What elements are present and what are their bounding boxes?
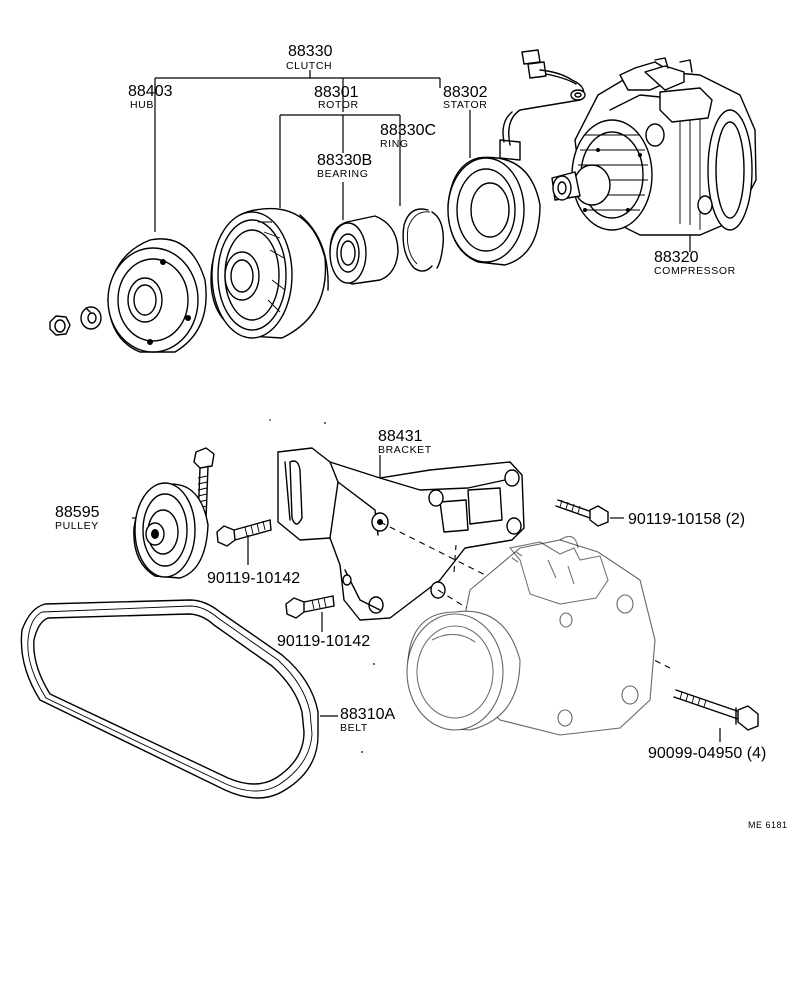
nut xyxy=(49,315,71,336)
label-bolt-compressor: 90099-04950 (4) xyxy=(648,745,766,762)
svg-text:HUB: HUB xyxy=(130,99,154,111)
svg-text:88310A: 88310A xyxy=(340,706,395,723)
label-bolt-bracket-top: 90119-10158 (2) xyxy=(628,511,745,528)
figure-reference: ME 6181 xyxy=(748,820,788,830)
pulley-bolt xyxy=(216,519,272,547)
svg-text:88330C: 88330C xyxy=(380,122,436,139)
svg-text:COMPRESSOR: COMPRESSOR xyxy=(654,265,736,277)
svg-text:BRACKET: BRACKET xyxy=(378,444,432,456)
svg-text:88301: 88301 xyxy=(314,84,359,101)
label-belt: 88310A BELT xyxy=(340,706,395,734)
label-clutch: 88330 CLUTCH xyxy=(286,43,333,72)
svg-text:88330B: 88330B xyxy=(317,152,372,169)
bracket-bolt-top xyxy=(555,499,609,527)
bearing-part xyxy=(329,215,399,285)
pulley-part xyxy=(133,482,209,579)
compressor-part xyxy=(551,57,757,236)
label-bolt-pulley: 90119-10142 xyxy=(207,570,300,587)
label-pulley: 88595 PULLEY xyxy=(55,504,100,532)
compressor-mount-bolt xyxy=(673,689,759,731)
speckles xyxy=(269,419,375,753)
svg-text:90119-10142: 90119-10142 xyxy=(207,570,300,587)
label-bolt-bracket-lower: 90119-10142 xyxy=(277,633,370,650)
svg-text:PULLEY: PULLEY xyxy=(55,520,99,532)
label-stator: 88302 STATOR xyxy=(443,84,488,111)
svg-text:BELT: BELT xyxy=(340,722,368,734)
svg-text:90119-10142: 90119-10142 xyxy=(277,633,370,650)
belt-part xyxy=(20,599,319,799)
svg-text:90099-04950 (4): 90099-04950 (4) xyxy=(648,745,766,762)
svg-text:88330: 88330 xyxy=(288,43,333,60)
svg-text:88403: 88403 xyxy=(128,83,173,100)
ring-part xyxy=(402,208,444,272)
bracket-bolt-lower xyxy=(285,595,335,619)
svg-text:BEARING: BEARING xyxy=(317,168,368,180)
label-rotor: 88301 ROTOR xyxy=(314,84,359,111)
alignment-lines xyxy=(379,521,671,669)
svg-text:ROTOR: ROTOR xyxy=(318,99,359,111)
bracket-part xyxy=(277,447,525,621)
label-ring: 88330C RING xyxy=(380,122,436,150)
svg-text:88302: 88302 xyxy=(443,84,488,101)
label-hub: 88403 HUB xyxy=(128,83,173,111)
label-compressor: 88320 COMPRESSOR xyxy=(654,249,736,277)
svg-text:88320: 88320 xyxy=(654,249,699,266)
washer xyxy=(80,306,102,330)
hub-part xyxy=(107,238,207,353)
rotor-part xyxy=(210,207,329,339)
svg-text:RING: RING xyxy=(380,138,409,150)
svg-text:88595: 88595 xyxy=(55,504,100,521)
connector-wire xyxy=(502,49,586,146)
svg-text:ME 6181: ME 6181 xyxy=(748,820,788,830)
svg-text:88431: 88431 xyxy=(378,428,423,445)
compressor-ghost xyxy=(406,535,656,736)
idler-bolt xyxy=(193,447,215,521)
svg-text:90119-10158 (2): 90119-10158 (2) xyxy=(628,511,745,528)
stator-part xyxy=(447,139,541,266)
label-bracket: 88431 BRACKET xyxy=(378,428,432,456)
svg-text:CLUTCH: CLUTCH xyxy=(286,60,332,72)
label-bearing: 88330B BEARING xyxy=(317,152,372,180)
svg-text:STATOR: STATOR xyxy=(443,99,487,111)
lower-leader-lines xyxy=(132,455,721,742)
